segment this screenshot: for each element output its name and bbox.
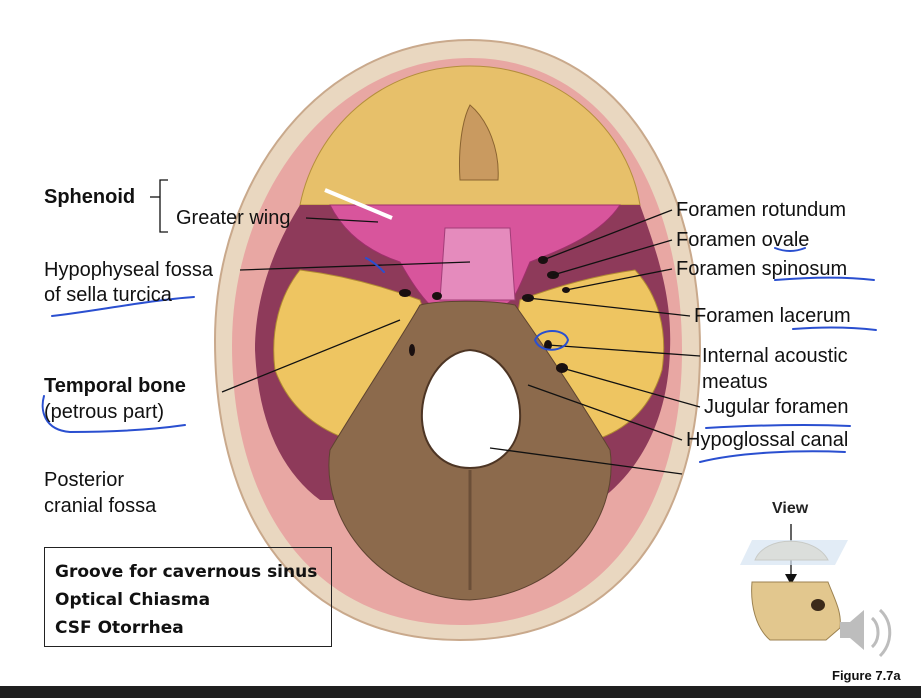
note-item: CSF Otorrhea [55,618,184,638]
internal-acoustic-label: Internal acoustic [702,345,848,367]
crista-galli [459,104,499,181]
sella-turcica-label: of sella turcica [44,284,172,306]
foramen-spinosum-label: Foramen spinosum [676,258,848,280]
view-arrow-head [785,574,797,585]
figure-label: Figure 7.7a [832,668,901,683]
foramen-magnum [420,348,522,470]
cranial-fossa-label: cranial fossa [44,495,157,517]
sella-turcica [439,227,516,301]
leader-lines [150,179,792,580]
note-item: Groove for cavernous sinus [55,562,318,582]
skull-icon [740,540,848,641]
meatus-label: meatus [702,371,768,393]
temporal-bone-label: Temporal bone [44,375,186,397]
jugular-foramen-label: Jugular foramen [704,396,849,418]
posterior-label: Posterior [44,469,125,491]
foramen-ovale-label: Foramen ovale [676,229,810,251]
handwritten-annotations [41,247,877,463]
bottom-bar [0,686,921,698]
view-label: View [772,500,809,517]
note-item: Optical Chiasma [55,590,211,610]
foramen-rotundum-label: Foramen rotundum [676,199,847,221]
highlight-stroke [324,188,393,220]
petrous-part-label: (petrous part) [44,401,165,423]
hypoglossal-canal-label: Hypoglossal canal [686,429,849,451]
hypophyseal-fossa-label: Hypophyseal fossa [44,259,213,281]
greater-wing-label: Greater wing [176,207,291,229]
notes-box: Groove for cavernous sinus Optical Chias… [44,547,332,647]
foramen-lacerum-label: Foramen lacerum [694,305,851,327]
sphenoid-label: Sphenoid [44,186,136,208]
speaker-icon[interactable] [840,608,892,658]
